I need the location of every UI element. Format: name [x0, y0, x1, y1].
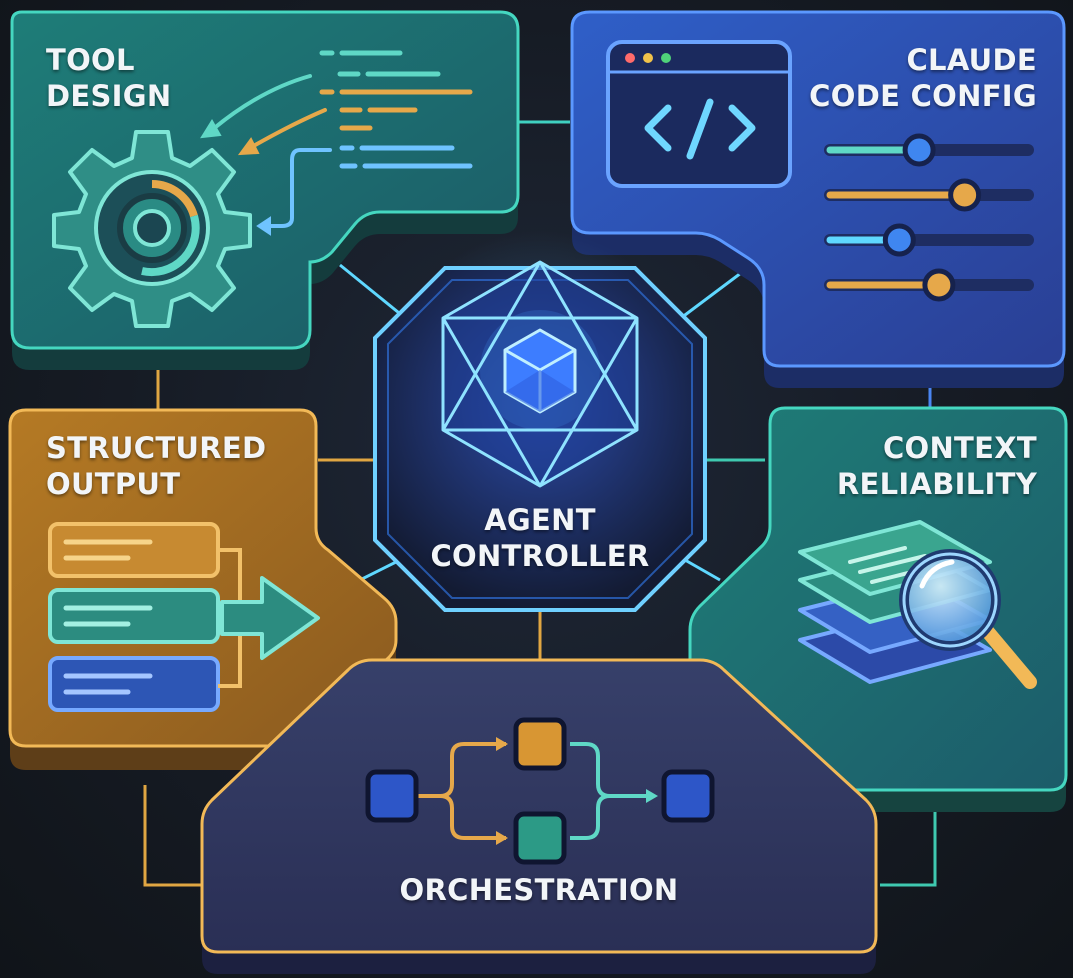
context-reliability-title: CONTEXT RELIABILITY: [837, 430, 1037, 502]
slider-knob: [882, 223, 916, 257]
context-reliability-title-line2: RELIABILITY: [836, 467, 1037, 501]
structured-output-panel: [8, 408, 398, 770]
code-window-icon: [606, 40, 792, 188]
orchestration-title-text: ORCHESTRATION: [399, 873, 679, 907]
agent-controller-title-line2: CONTROLLER: [430, 539, 650, 573]
tool-design-title-line1: TOOL: [46, 43, 135, 77]
tool-design-code-lines: [319, 50, 473, 169]
slider-knob: [948, 178, 982, 212]
slider-knob: [922, 268, 956, 302]
claude-code-config-title-line1: CLAUDE: [906, 43, 1037, 77]
tool-design-title: TOOL DESIGN: [46, 42, 171, 114]
context-reliability-title-line1: CONTEXT: [882, 431, 1037, 465]
context-reliability-panel: [688, 406, 1068, 812]
claude-code-config-title: CLAUDE CODE CONFIG: [809, 42, 1037, 114]
tool-design-panel: [10, 10, 520, 370]
orchestration-panel: [200, 658, 878, 974]
orchestration-title: ORCHESTRATION: [202, 872, 876, 908]
magnifier-documents-icon: [798, 520, 1037, 689]
structured-output-title-line1: STRUCTURED: [46, 431, 267, 465]
agent-controller-hub: [373, 230, 707, 612]
slider-knob: [902, 133, 936, 167]
agent-controller-title: AGENT CONTROLLER: [380, 502, 700, 574]
agent-controller-title-line1: AGENT: [484, 503, 596, 537]
gear-icon: [52, 130, 252, 328]
structured-output-title: STRUCTURED OUTPUT: [46, 430, 266, 502]
tool-design-arrows: [200, 74, 332, 236]
workflow-icon: [365, 717, 715, 865]
claude-code-config-panel: [570, 10, 1066, 388]
claude-code-config-title-line2: CODE CONFIG: [809, 79, 1037, 113]
structured-output-icon: [48, 522, 320, 712]
crystal-cube-icon: [441, 260, 639, 488]
settings-sliders: [824, 133, 1034, 302]
structured-output-title-line2: OUTPUT: [46, 467, 181, 501]
tool-design-title-line2: DESIGN: [46, 79, 172, 113]
